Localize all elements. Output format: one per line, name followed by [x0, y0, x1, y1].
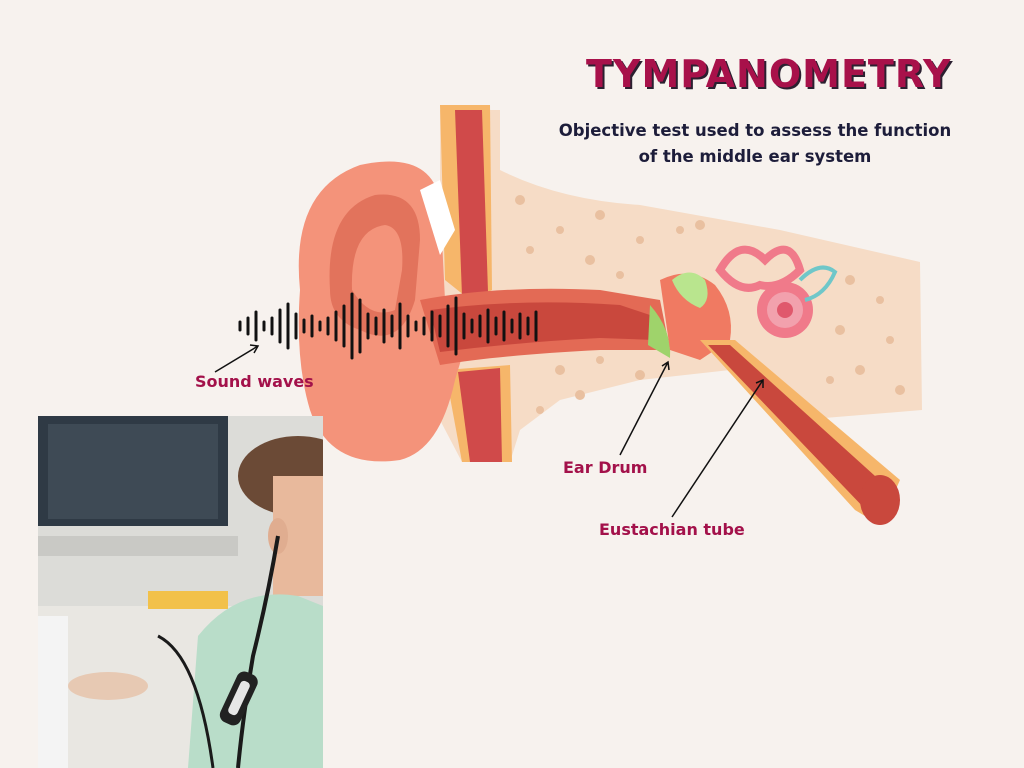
- eustachian-tube-arrow: [671, 379, 764, 518]
- pointer-arrows: [214, 344, 764, 518]
- middle-ear: [660, 273, 731, 360]
- page-subtitle: Objective test used to assess the functi…: [540, 118, 970, 170]
- bone-pores: [515, 195, 905, 414]
- tympanometry-patient-photo: [38, 416, 323, 768]
- eustachian-tube-label: Eustachian tube: [599, 520, 745, 539]
- sound-waves-label: Sound waves: [195, 372, 314, 391]
- ossicles: [672, 272, 708, 308]
- clinic-photo: [38, 416, 323, 768]
- sound-waves-arrow: [214, 345, 259, 373]
- page-title: TYMPANOMETRY: [586, 52, 952, 96]
- ear-drum-arrow: [619, 361, 669, 456]
- ear-drum-label: Ear Drum: [563, 458, 648, 477]
- eardrum: [648, 305, 671, 358]
- muscle-band: [455, 110, 488, 296]
- subtitle-line-2: of the middle ear system: [638, 147, 872, 166]
- semicircular-canals: [715, 245, 805, 292]
- sound-wave-graphic: [238, 292, 538, 360]
- subtitle-line-1: Objective test used to assess the functi…: [558, 121, 952, 140]
